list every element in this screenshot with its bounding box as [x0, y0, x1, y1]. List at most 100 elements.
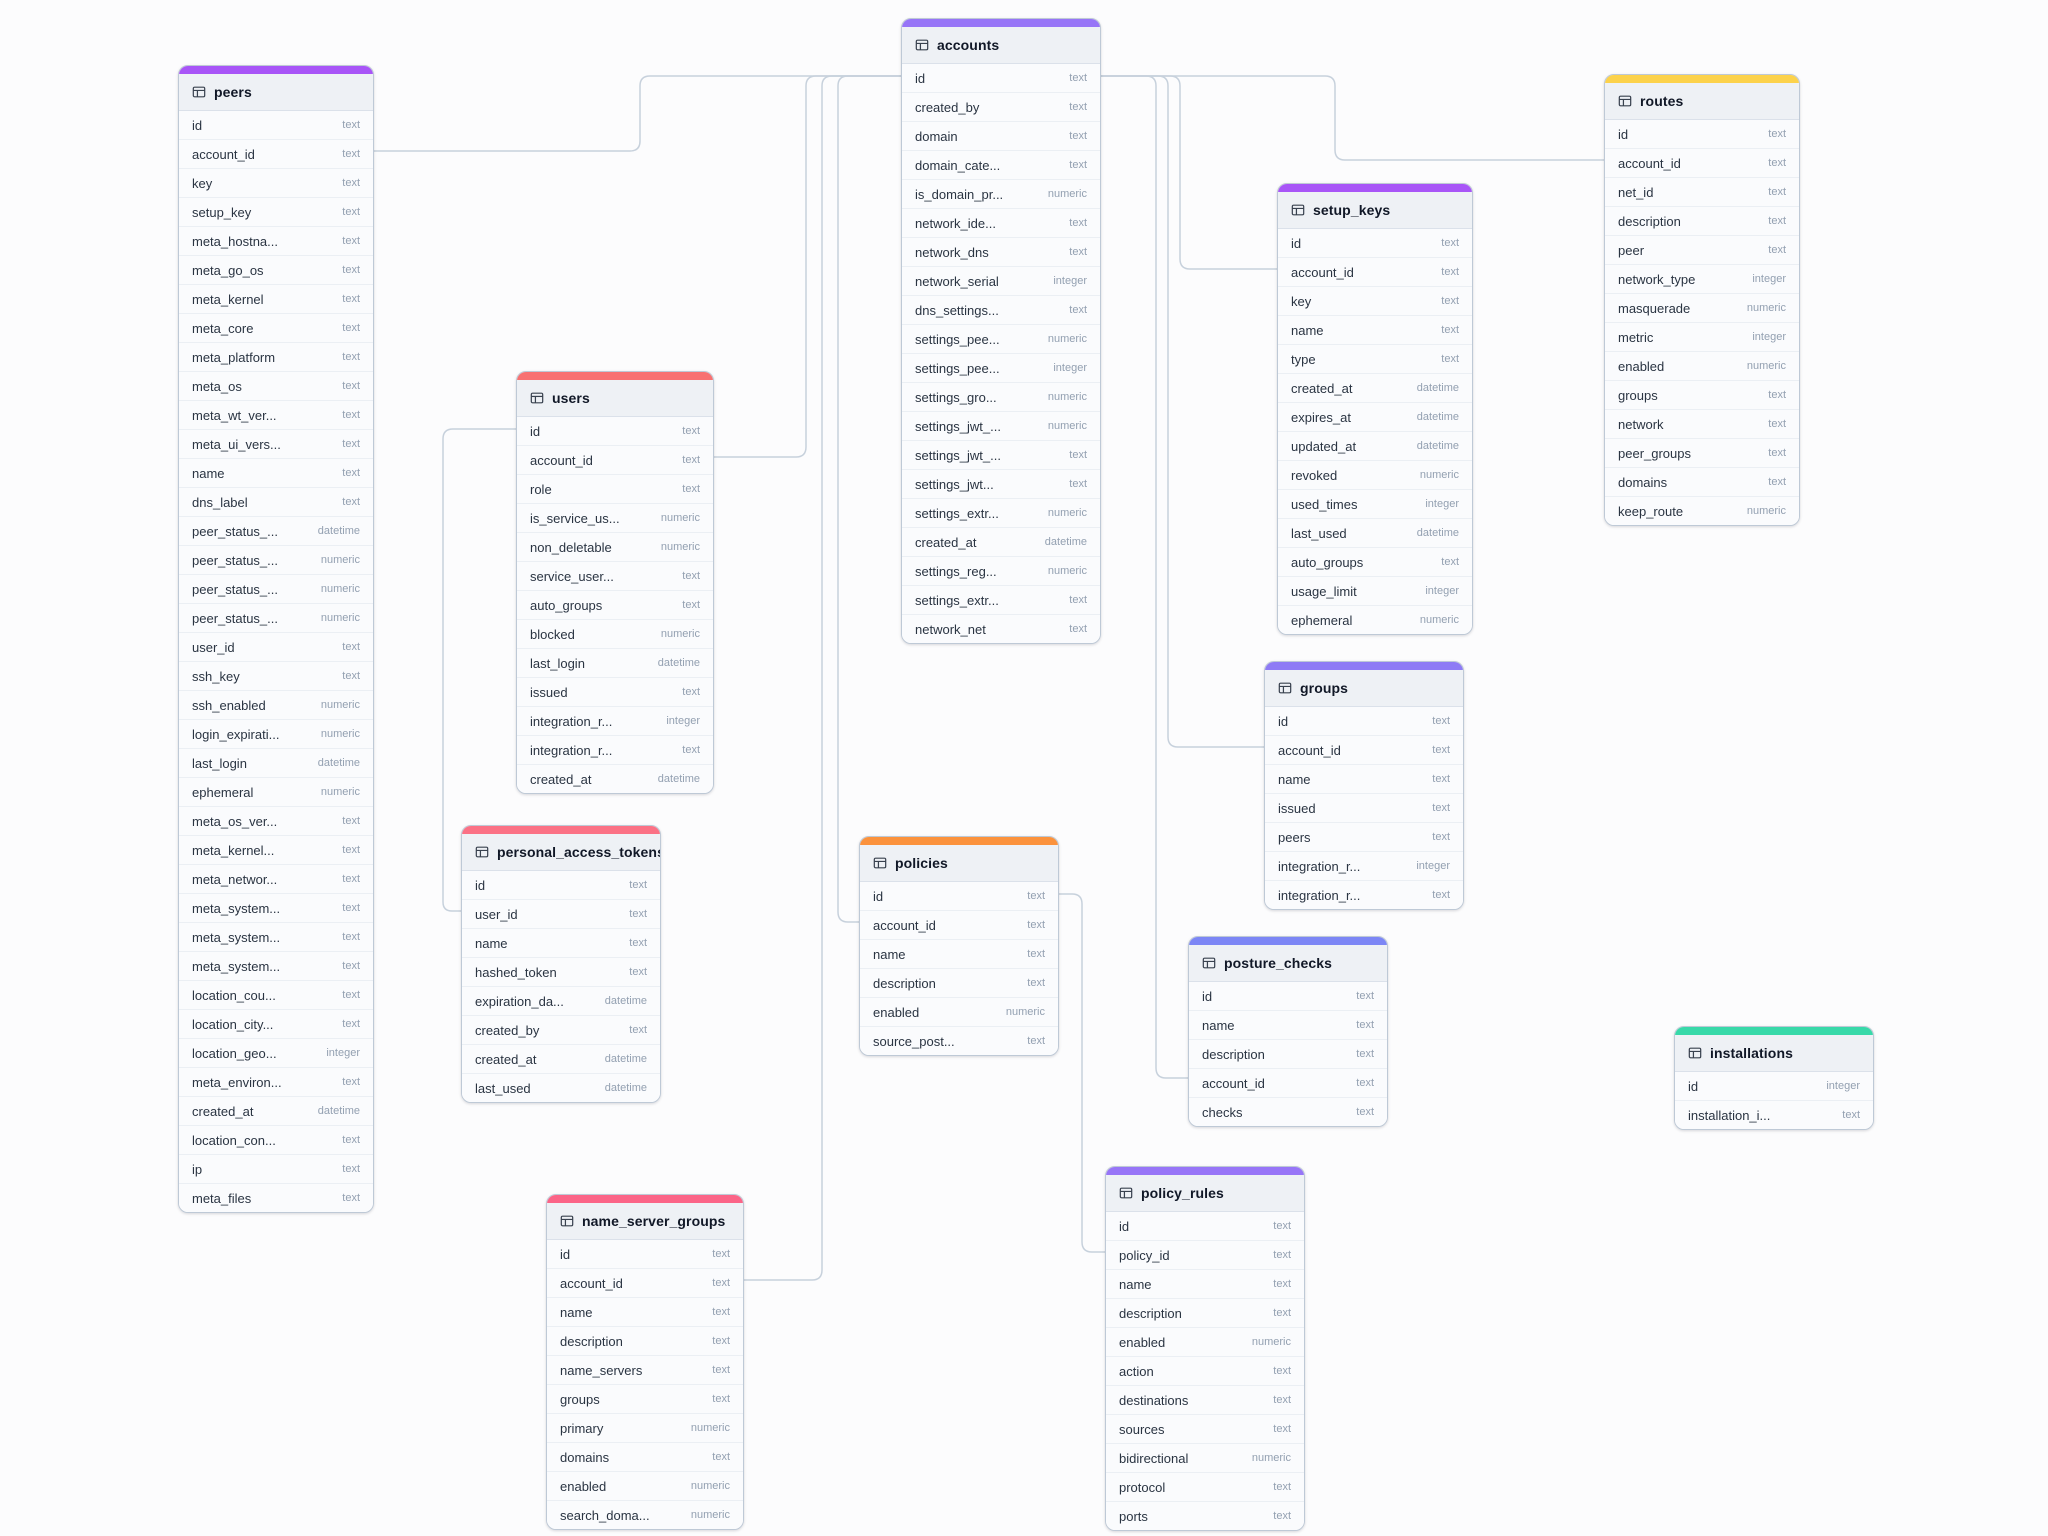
- field-type: text: [1273, 1278, 1291, 1290]
- field-type: integer: [1053, 362, 1087, 374]
- field-name: meta_files: [192, 1190, 252, 1206]
- table-header[interactable]: peers: [179, 74, 373, 111]
- field-name: name: [192, 465, 225, 481]
- table-header[interactable]: accounts: [902, 27, 1100, 64]
- field-type: numeric: [690, 1422, 730, 1434]
- field-name: integration_r...: [1278, 858, 1361, 874]
- field-name: sources: [1119, 1421, 1165, 1437]
- field-name: key: [1291, 293, 1312, 309]
- field-type: text: [342, 1134, 360, 1146]
- field-type: text: [1842, 1109, 1860, 1121]
- field-name: checks: [1202, 1104, 1243, 1120]
- field-row: integration_r...text: [1265, 881, 1463, 909]
- field-name: revoked: [1291, 467, 1338, 483]
- field-name: metric: [1618, 329, 1654, 345]
- table-header[interactable]: installations: [1675, 1035, 1873, 1072]
- field-row: settings_extr...text: [902, 586, 1100, 615]
- field-name: auto_groups: [530, 597, 603, 613]
- edge-name_server_groups.account_id-to-accounts.id: [744, 75, 901, 1281]
- field-type: text: [712, 1277, 730, 1289]
- table-name: peers: [214, 84, 252, 100]
- table-header[interactable]: users: [517, 380, 713, 417]
- field-row: location_geo...integer: [179, 1039, 373, 1068]
- field-name: settings_jwt_...: [915, 447, 1001, 463]
- field-type: text: [1441, 266, 1459, 278]
- table-icon: [873, 856, 887, 870]
- field-name: id: [530, 423, 541, 439]
- field-name: id: [192, 117, 203, 133]
- field-name: peer_status_...: [192, 523, 278, 539]
- table-header[interactable]: name_server_groups: [547, 1203, 743, 1240]
- field-name: meta_wt_ver...: [192, 407, 277, 423]
- field-row: network_ide...text: [902, 209, 1100, 238]
- field-type: text: [1441, 353, 1459, 365]
- field-type: text: [712, 1335, 730, 1347]
- field-type: datetime: [317, 757, 360, 769]
- field-type: text: [1027, 890, 1045, 902]
- field-type: text: [1027, 1035, 1045, 1047]
- field-name: settings_jwt...: [915, 476, 994, 492]
- field-name: settings_jwt_...: [915, 418, 1001, 434]
- table-header[interactable]: setup_keys: [1278, 192, 1472, 229]
- field-row: dns_settings...text: [902, 296, 1100, 325]
- table-header[interactable]: posture_checks: [1189, 945, 1387, 982]
- field-type: text: [629, 937, 647, 949]
- field-row: meta_wt_ver... text: [179, 401, 373, 430]
- field-name: ephemeral: [1291, 612, 1353, 628]
- field-type: datetime: [1416, 411, 1459, 423]
- field-type: text: [342, 409, 360, 421]
- table-header[interactable]: policy_rules: [1106, 1175, 1304, 1212]
- field-row: meta_networ...text: [179, 865, 373, 894]
- table-header[interactable]: policies: [860, 845, 1058, 882]
- field-row: meta_system...text: [179, 923, 373, 952]
- field-row: peer_status_...numeric: [179, 575, 373, 604]
- field-type: text: [1069, 478, 1087, 490]
- field-name: id: [1119, 1218, 1130, 1234]
- field-type: text: [1356, 1077, 1374, 1089]
- field-type: text: [342, 148, 360, 160]
- field-type: numeric: [1047, 420, 1087, 432]
- table-icon: [560, 1214, 574, 1228]
- field-row: meta_system...text: [179, 952, 373, 981]
- field-row: peer_status_...datetime: [179, 517, 373, 546]
- table-header[interactable]: routes: [1605, 83, 1799, 120]
- table-header[interactable]: personal_access_tokens: [462, 834, 660, 871]
- table-name: accounts: [937, 37, 1000, 53]
- field-type: text: [342, 177, 360, 189]
- field-name: id: [915, 70, 926, 86]
- table-header[interactable]: groups: [1265, 670, 1463, 707]
